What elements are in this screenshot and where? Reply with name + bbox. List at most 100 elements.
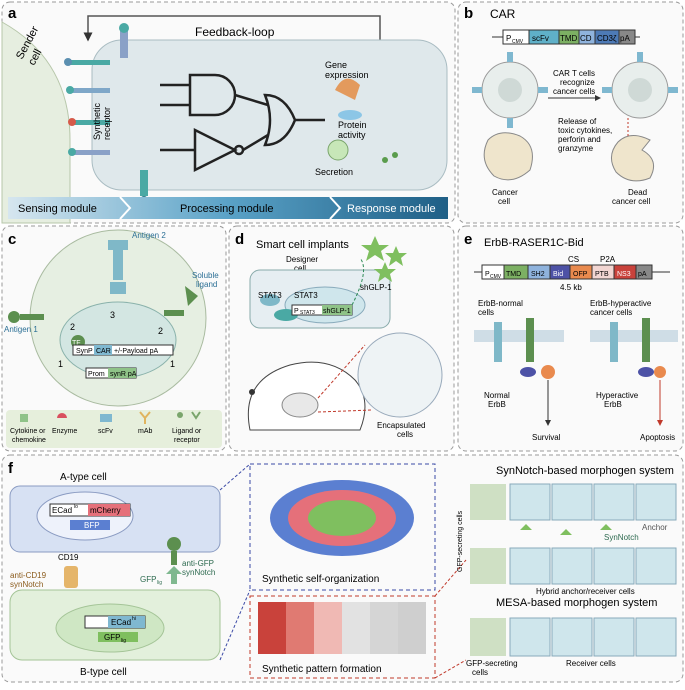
designer-label-2: cell [294,264,306,273]
self-org-label: Synthetic self-organization [262,574,379,585]
legend-mab: mAb [138,428,153,435]
e-ns3: NS3 [617,271,631,278]
encapsulated-cells [357,332,443,418]
car-cmv: CMV [512,39,524,45]
anchor-lbl: Anchor [642,523,668,532]
legend-c [6,410,222,448]
output-protein-2: activity [338,130,366,140]
e-bid: Bid [553,271,563,278]
e-tmd: TMD [506,271,521,278]
panel-b-title: CAR [490,7,516,21]
pstat3-sub: STAT3 [300,310,315,316]
car-scfv: scFv [532,34,549,43]
panel-f-letter: f [8,460,14,477]
car-construct [492,29,640,45]
membrane-normal [474,330,564,342]
cancer-label-1: Cancer [492,188,518,197]
raser-construct [474,264,670,280]
output-gene-2: expression [325,70,369,80]
legend-ligand-1: Ligand or [172,428,202,435]
panel-b-letter: b [464,5,473,22]
module-processing: Processing module [180,203,274,215]
e-ofp: OFP [573,271,588,278]
enc-label-1: Encapsulated [377,421,425,430]
prom-label: Prom [88,371,105,378]
panel-d-letter: d [235,231,244,248]
panel-d-title: Smart cell implants [256,239,349,251]
shglp-label: shGLP-1 [360,283,392,292]
dead-cancer-cell [611,135,655,182]
stat3-1: STAT3 [258,291,282,300]
step-3: 3 [110,310,115,320]
self-org-box [249,463,436,591]
e-size: 4.5 kb [560,283,582,292]
synp-label: SynP [76,348,93,355]
legend-scfv: scFv [98,428,113,435]
panel-e: e ErbB-RASER1C-Bid CS P2A P CMV TMD SH2 … [457,225,684,452]
normal-erbb-2: ErbB [488,400,506,409]
car-pa: pA [620,34,630,43]
car-text-2b: toxic cytokines, [558,126,612,135]
enc-label-2: cells [397,430,413,439]
anticd19-1: anti-CD19 [10,571,47,580]
normal-label-2: cells [478,308,494,317]
pattern-grid [258,602,426,654]
hyper-erbb-1: Hyperactive [596,391,639,400]
panel-f: f A-type cell ECad lo mCherry BFP CD19 a… [1,454,684,683]
output-secretion: Secretion [315,167,353,177]
panel-e-title: ErbB-RASER1C-Bid [484,237,584,249]
pattern-label: Synthetic pattern formation [262,664,382,675]
receptor-label-1: Synthetic [92,102,102,140]
legend-enzyme: Enzyme [52,428,77,435]
ecad-hi-sup: hi [132,616,136,622]
step-2-right: 2 [158,326,163,336]
cs-label: CS [568,255,579,264]
car-tmd: TMD [560,34,578,43]
mesa-grid [470,617,677,657]
hybrid-label: Hybrid anchor/receiver cells [536,587,635,596]
step-2-left: 2 [70,322,75,332]
car-text-2a: Release of [558,117,597,126]
panel-e-letter: e [464,231,472,248]
mcherry-label: mCherry [90,506,121,515]
normal-erbb-1: Normal [484,391,510,400]
p2a-label: P2A [600,255,616,264]
car-text-1b: recognize [560,78,595,87]
logic-gate-circuit [160,73,325,173]
car-text-2d: granzyme [558,144,594,153]
legend-cytokine-2: chemokine [12,437,46,444]
e-ptb: PTB [595,271,609,278]
car-cd3: CD3ζ [597,34,617,43]
apoptosis-label: Apoptosis [640,433,675,442]
sender-cell [1,21,71,224]
bfp-label: BFP [84,521,100,530]
gfp-secreting-vertical: GFP-secreting cells [457,510,464,572]
soluble-label-2: ligand [196,280,217,289]
anticd19-2: synNotch [10,580,43,589]
car-label-c: CAR [96,348,111,355]
normal-label-1: ErbB-normal [478,299,523,308]
ecad-lo-sup: lo [74,504,78,510]
soluble-label-1: Soluble [192,271,219,280]
car-text-1c: cancer cells [553,87,595,96]
synnotch-lbl: SynNotch [604,533,639,542]
e-sh2: SH2 [531,271,545,278]
stat3-2: STAT3 [294,291,318,300]
synnotch-title: SynNotch-based morphogen system [496,465,674,477]
anticd19-receptor [64,566,78,588]
antigfp-1: anti-GFP [182,559,214,568]
cd19-label: CD19 [58,553,79,562]
legend-ligand-2: receptor [174,437,200,444]
gfp-sec-2: cells [472,668,488,677]
btype-label: B-type cell [80,667,127,678]
output-protein-1: Protein [338,120,367,130]
gfplig-sub: lig [157,580,162,586]
module-sensing: Sensing module [18,203,97,215]
mesa-title: MESA-based morphogen system [496,597,657,609]
receiver-label: Receiver cells [566,659,616,668]
car-cd: CD [580,34,592,43]
cancer-cell [483,132,533,181]
e-cmv: CMV [490,274,502,280]
antigen1-label: Antigen 1 [4,325,38,334]
